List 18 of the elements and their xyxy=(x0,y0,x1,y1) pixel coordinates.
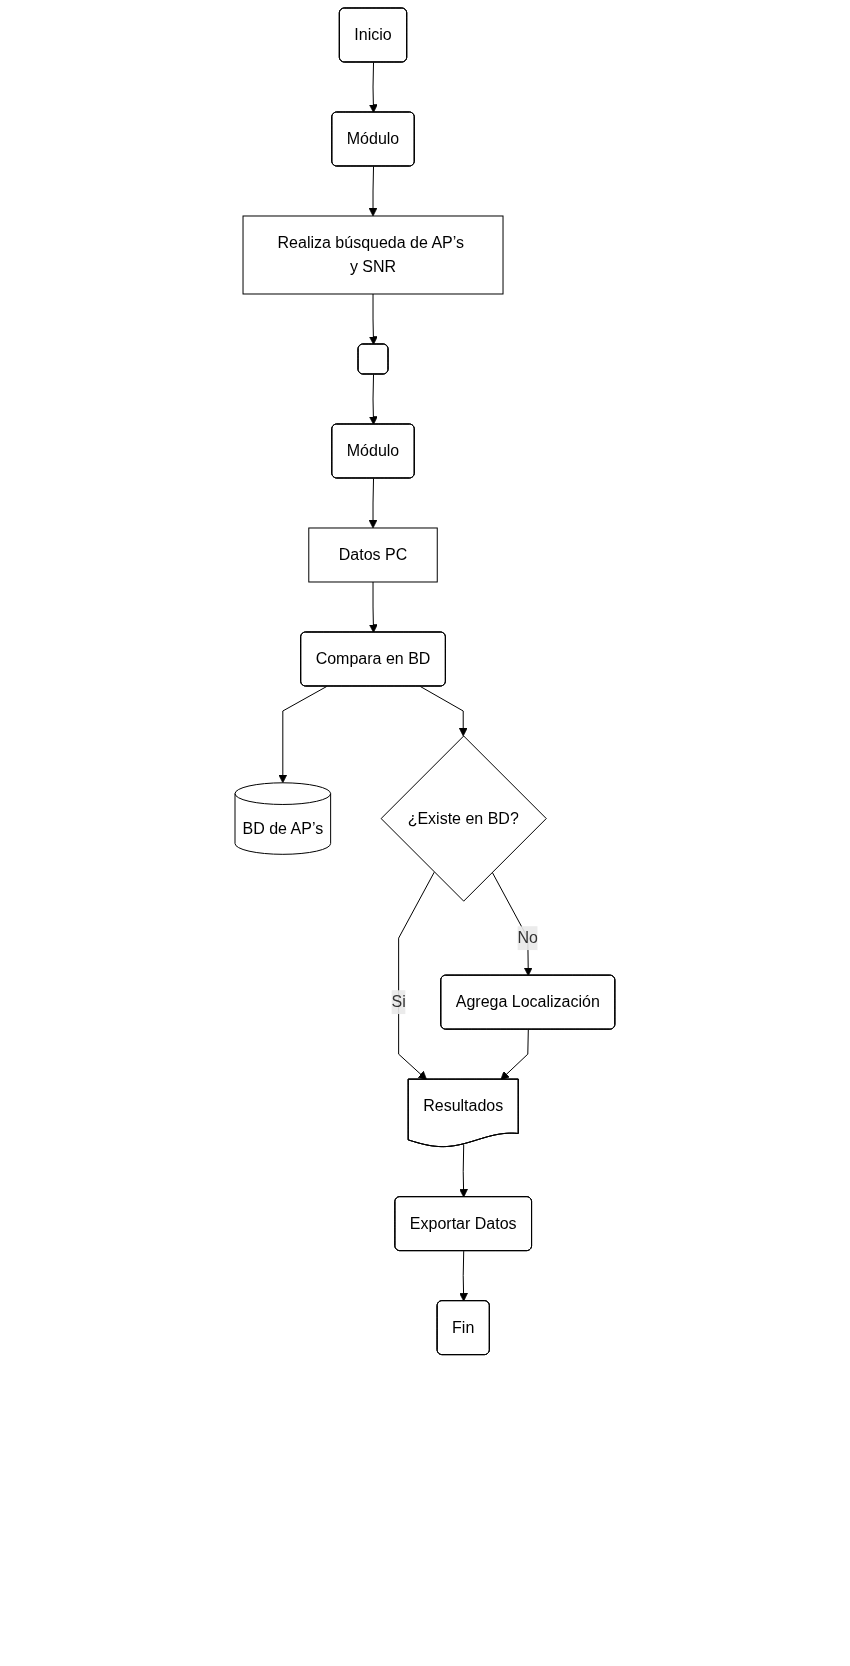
arrow xyxy=(369,293,378,345)
arrow xyxy=(368,166,378,217)
arrow xyxy=(459,1143,469,1198)
node-box: Datos PC xyxy=(308,527,438,583)
arrow xyxy=(369,374,378,425)
arrow xyxy=(459,1250,469,1302)
arrow xyxy=(491,871,533,977)
arrow xyxy=(368,478,378,529)
node-box: Realiza búsqueda de AP’s y SNR xyxy=(242,215,504,295)
edge-label: Si xyxy=(391,993,406,1011)
arrow xyxy=(419,686,468,737)
arrow xyxy=(500,1029,529,1081)
arrow xyxy=(398,871,435,1081)
arrow xyxy=(369,581,378,633)
arrow xyxy=(278,686,328,784)
node-diamond: ¿Existe en BD? xyxy=(380,735,547,902)
edge-label: No xyxy=(517,929,539,947)
arrow xyxy=(369,62,378,113)
